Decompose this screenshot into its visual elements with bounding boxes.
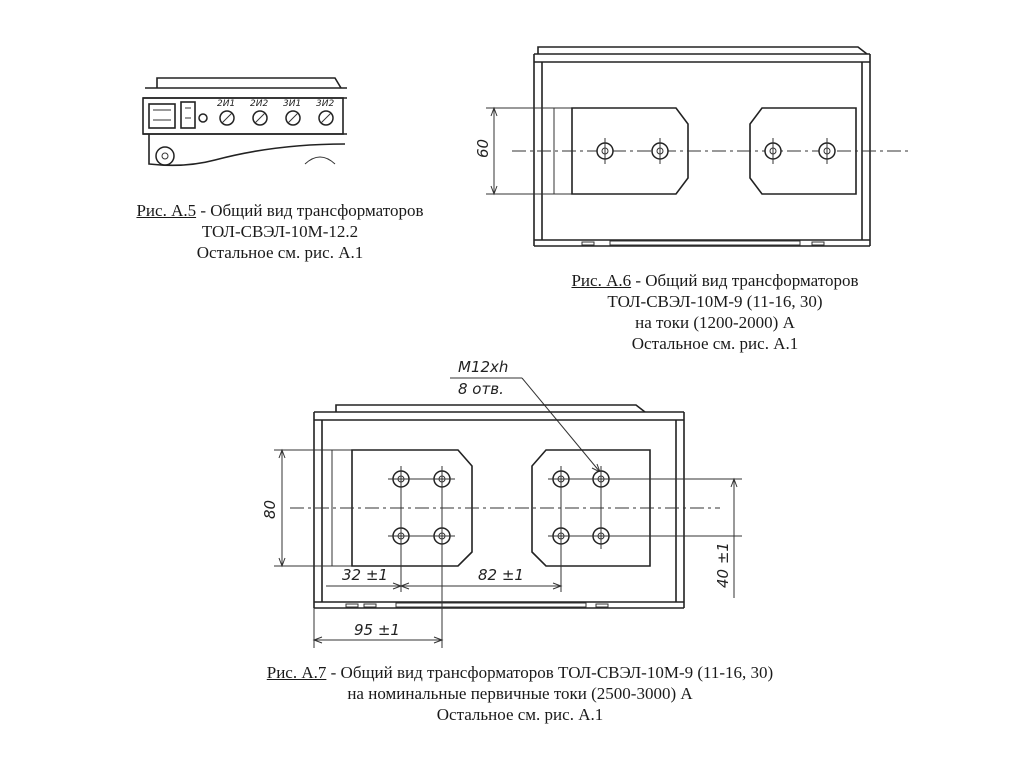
figure-a5-drawing: 2И1 2И2 3И1 3И2	[135, 72, 355, 177]
figure-a7-drawing: M12xh 8 отв.	[250, 352, 760, 652]
figure-a7-caption: Рис. А.7 - Общий вид трансформаторов ТОЛ…	[140, 662, 900, 725]
figure-a6-note: Остальное см. рис. А.1	[631, 334, 799, 353]
terminal-label-3: 3И1	[283, 99, 301, 109]
figure-a5-model: ТОЛ-СВЭЛ-10М-12.2	[201, 222, 359, 241]
dimension-32-label: 32 ±1	[342, 566, 388, 584]
figure-a5-note: Остальное см. рис. А.1	[196, 243, 364, 262]
terminal-label-4: 3И2	[316, 99, 334, 109]
figure-a5-caption: Рис. А.5 - Общий вид трансформаторов ТОЛ…	[80, 200, 480, 263]
figure-a6-currents: на токи (1200-2000) А	[635, 313, 795, 332]
terminal-label-2: 2И2	[250, 99, 268, 109]
dimension-95-label: 95 ±1	[354, 621, 400, 639]
figure-a6-drawing: 60	[462, 40, 932, 262]
hole-count-label: 8 отв.	[458, 380, 504, 398]
figure-a6-title: - Общий вид трансформаторов	[631, 271, 859, 290]
figure-a6-ref: Рис. А.6	[571, 271, 632, 290]
figure-a7-title: - Общий вид трансформаторов ТОЛ-СВЭЛ-10М…	[326, 663, 774, 682]
dimension-60-label: 60	[474, 139, 492, 158]
thread-size-label: M12xh	[458, 358, 508, 376]
figure-a7-note: Остальное см. рис. А.1	[436, 705, 604, 724]
dimension-80-label: 80	[261, 500, 279, 519]
figure-a6-model: ТОЛ-СВЭЛ-10М-9 (11-16, 30)	[607, 292, 823, 311]
figure-a5-title: - Общий вид трансформаторов	[196, 201, 424, 220]
dimension-82-label: 82 ±1	[478, 566, 524, 584]
terminal-screws	[219, 110, 334, 126]
terminal-label-1: 2И1	[217, 99, 235, 109]
figure-a7-ref: Рис. А.7	[266, 663, 327, 682]
figure-a5-ref: Рис. А.5	[136, 201, 197, 220]
dimension-40-label: 40 ±1	[714, 542, 732, 588]
figure-a6-caption: Рис. А.6 - Общий вид трансформаторов ТОЛ…	[500, 270, 930, 354]
figure-a7-currents: на номинальные первичные токи (2500-3000…	[347, 684, 693, 703]
